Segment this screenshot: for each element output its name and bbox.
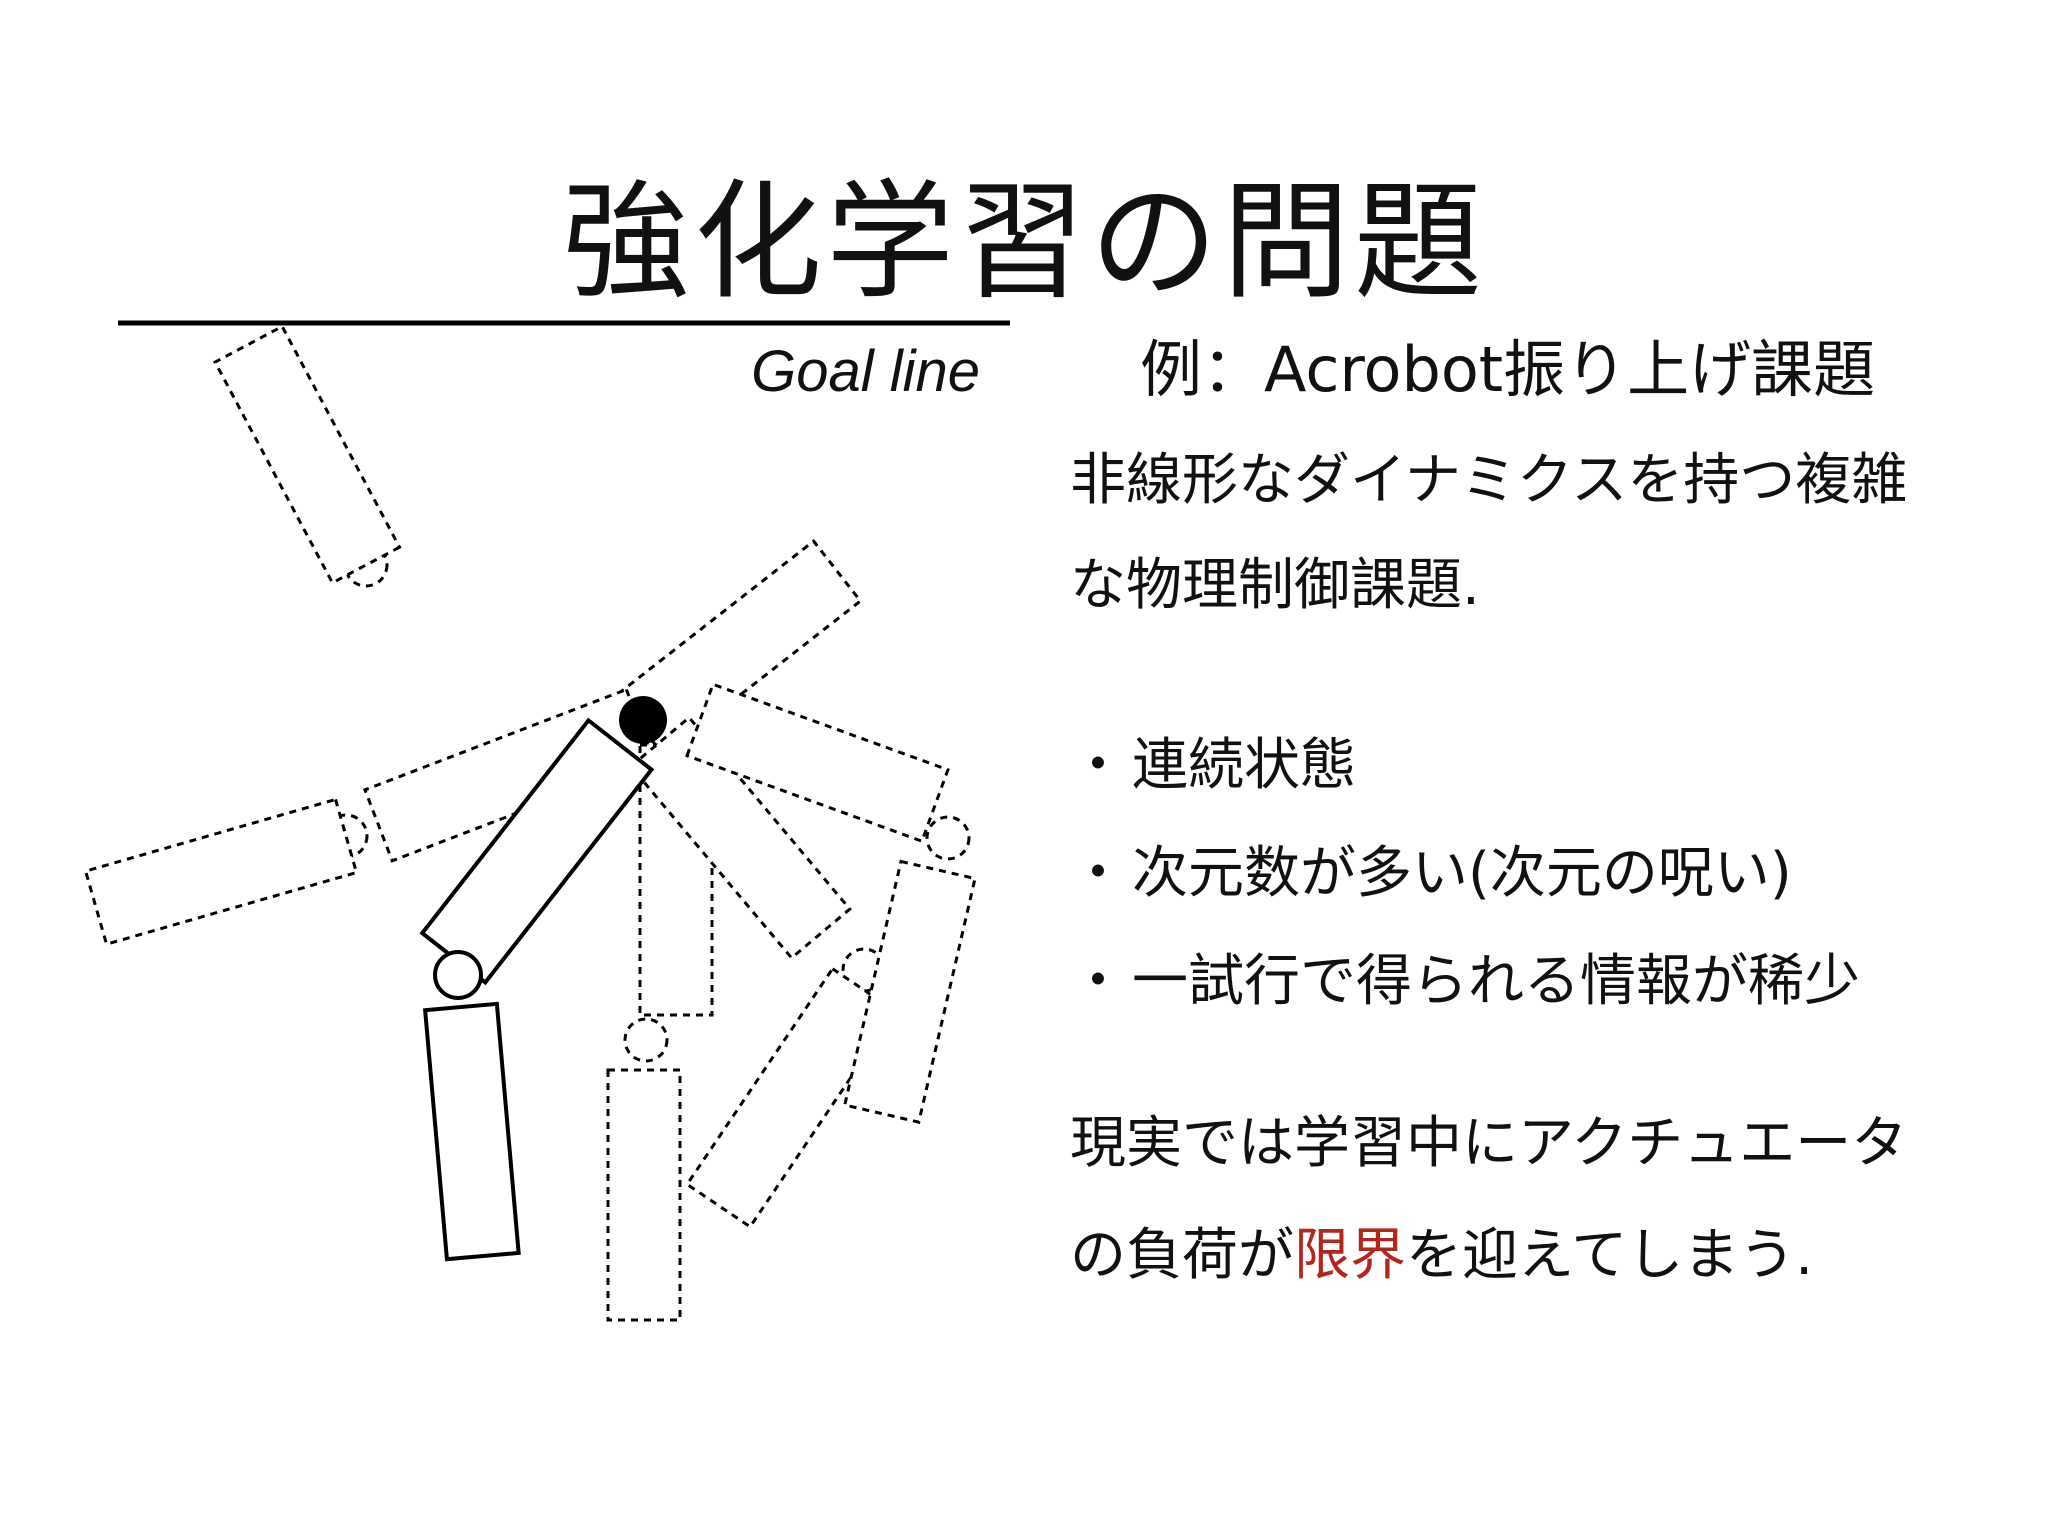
ghost-joint-3 <box>623 1017 669 1063</box>
ghost-link-upper-5 <box>685 682 950 844</box>
goal-line-label: Goal line <box>751 339 980 404</box>
ghost-link-lower-2 <box>83 797 359 947</box>
reality-line-2: の負荷が限界を迎えてしまう. <box>1070 1220 1813 1293</box>
reality-text-before: の負荷が <box>1070 1223 1294 1288</box>
ghost-link-upper-1 <box>614 539 863 758</box>
example-heading: 例：Acrobot振り上げ課題 <box>1140 333 1876 406</box>
ghost-link-lower-4 <box>685 966 898 1229</box>
bullet-text: 一試行で得られる情報が稀少 <box>1132 949 1860 1014</box>
slide-title: 強化学習の問題 <box>561 167 1486 317</box>
ghost-link-upper-4 <box>628 715 852 961</box>
acrobot-pivot <box>619 696 667 744</box>
reality-line-1: 現実では学習中にアクチュエータ <box>1070 1111 1908 1176</box>
ghost-link-lower-3 <box>606 1068 682 1322</box>
bullet-dot: ・ <box>1070 733 1126 798</box>
bullet-item: ・次元数が多い(次元の呪い) <box>1070 838 1860 946</box>
bullet-item: ・一試行で得られる情報が稀少 <box>1070 946 1860 1054</box>
problem-bullet-list: ・連続状態 ・次元数が多い(次元の呪い) ・一試行で得られる情報が稀少 <box>1070 730 1860 1054</box>
bullet-dot: ・ <box>1070 841 1126 906</box>
description-line-2: な物理制御課題. <box>1070 553 1480 618</box>
reality-highlight: 限界 <box>1294 1223 1406 1288</box>
bullet-text: 次元数が多い(次元の呪い) <box>1132 841 1792 906</box>
bullet-dot: ・ <box>1070 949 1126 1014</box>
ghost-joint-5 <box>925 815 971 861</box>
description-line-1: 非線形なダイナミクスを持つ複雑 <box>1070 448 1908 513</box>
acrobot-joint <box>433 950 483 1000</box>
bullet-item: ・連続状態 <box>1070 730 1860 838</box>
ghost-link-lower-1 <box>213 324 402 585</box>
acrobot-link-lower <box>422 1001 521 1262</box>
reality-text-after: を迎えてしまう. <box>1406 1223 1814 1288</box>
bullet-text: 連続状態 <box>1132 733 1356 798</box>
